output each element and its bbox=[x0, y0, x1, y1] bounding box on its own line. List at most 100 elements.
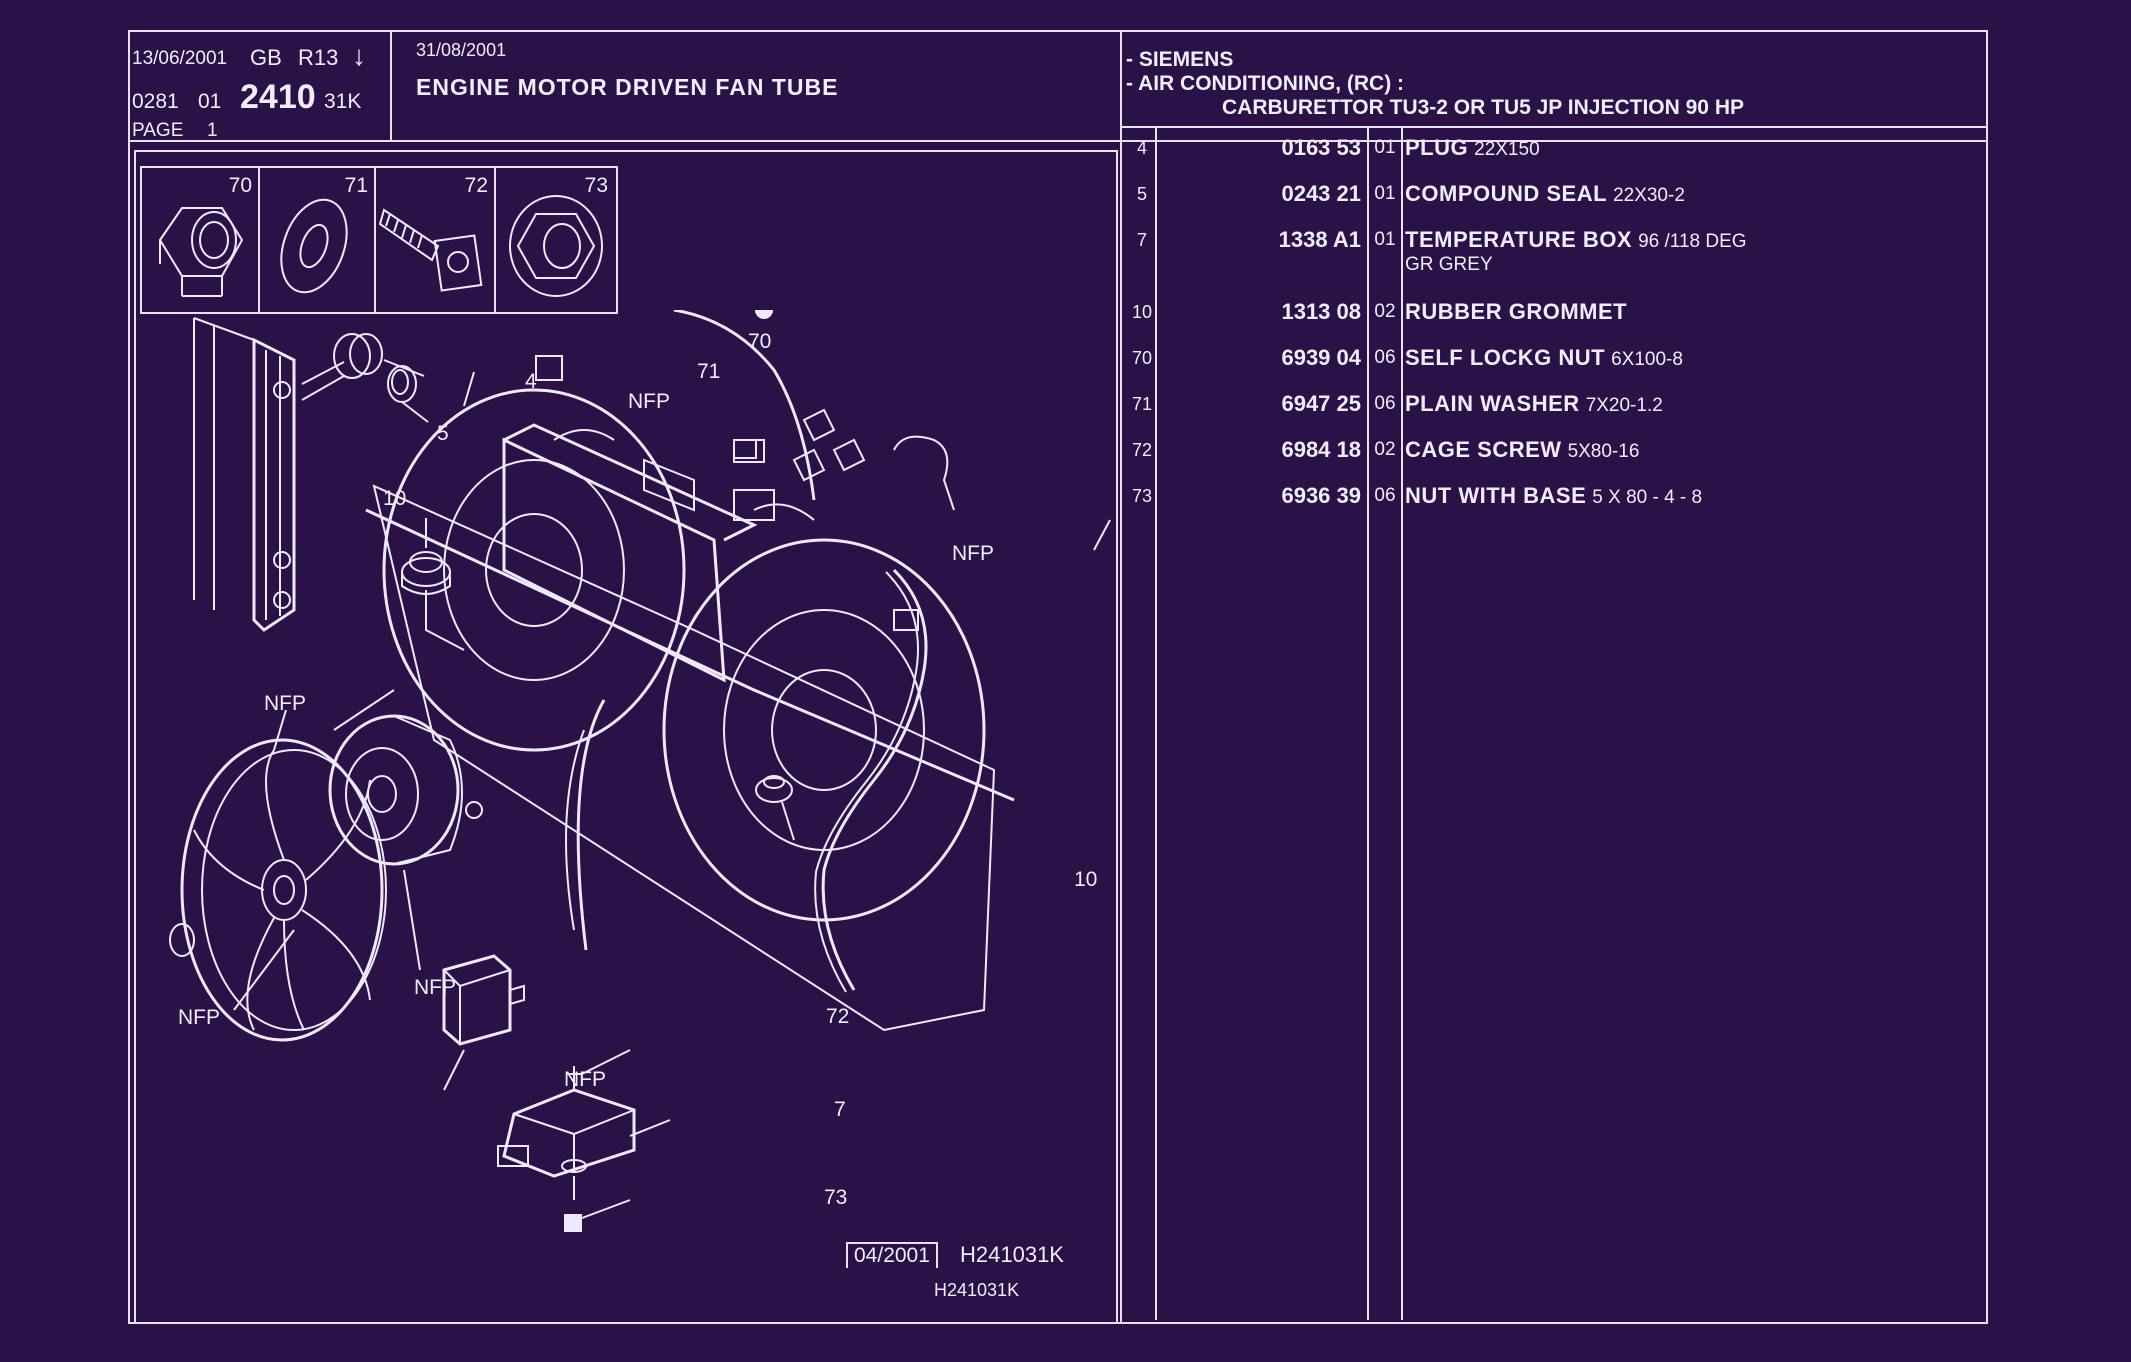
part-name: TEMPERATURE BOX bbox=[1405, 227, 1633, 252]
part-size: 5 X 80 - 4 - 8 bbox=[1592, 487, 1703, 508]
hex-nut-icon bbox=[158, 207, 244, 297]
wiring-loom bbox=[565, 310, 955, 993]
part-ref: 0163 53 bbox=[1281, 135, 1361, 160]
part-qty: 06 bbox=[1374, 393, 1396, 414]
header-divider bbox=[128, 140, 1986, 142]
callout-70: 70 bbox=[748, 330, 772, 353]
col-line-2 bbox=[1367, 128, 1369, 1320]
lang-code: GB bbox=[250, 45, 282, 70]
fan-blade bbox=[169, 738, 387, 1042]
main-divider bbox=[1120, 30, 1122, 1322]
code-b: 01 bbox=[198, 90, 222, 113]
callout-nfp-top: NFP bbox=[628, 390, 670, 413]
part-size: 22X30-2 bbox=[1613, 185, 1685, 206]
applicability-2: - AIR CONDITIONING, (RC) : bbox=[1126, 72, 1405, 95]
item-number: 7 bbox=[1136, 230, 1147, 250]
item-number: 4 bbox=[1136, 138, 1147, 158]
page-label: PAGE bbox=[132, 120, 184, 141]
fan-motor bbox=[328, 689, 483, 866]
item-number: 70 bbox=[1131, 348, 1153, 368]
part-description: RUBBER GROMMET bbox=[1405, 299, 1633, 325]
part-subtext: GR GREY bbox=[1405, 254, 1493, 275]
down-arrow-icon: ↓ bbox=[352, 40, 366, 71]
callout-7: 7 bbox=[834, 1098, 846, 1121]
part-ref: 1338 A1 bbox=[1278, 227, 1361, 252]
part-ref: 6939 04 bbox=[1281, 345, 1361, 370]
part-ref: 0243 21 bbox=[1281, 181, 1361, 206]
temperature-box bbox=[497, 1066, 636, 1232]
part-qty: 01 bbox=[1374, 183, 1396, 204]
fan-shroud bbox=[365, 388, 1015, 1032]
header-split-left bbox=[390, 30, 392, 142]
part-name: PLUG bbox=[1405, 135, 1469, 160]
thumbnail-strip: 70 71 72 73 bbox=[140, 166, 618, 314]
callout-72: 72 bbox=[826, 1005, 850, 1028]
callout-4: 4 bbox=[525, 370, 537, 393]
washer-icon bbox=[280, 198, 348, 294]
issue-date: 31/08/2001 bbox=[416, 40, 507, 60]
table-header-line bbox=[1120, 126, 1986, 128]
callout-73: 73 bbox=[824, 1186, 848, 1209]
flange-nut-icon bbox=[509, 195, 603, 297]
part-ref: 6936 39 bbox=[1281, 483, 1361, 508]
thumbnail-71[interactable]: 71 bbox=[260, 168, 376, 312]
callout-nfp-motor: NFP bbox=[414, 976, 456, 999]
grommet-right bbox=[755, 775, 795, 841]
part-name: SELF LOCKG NUT bbox=[1405, 345, 1606, 370]
item-number: 71 bbox=[1131, 394, 1153, 414]
callout-10-left: 10 bbox=[383, 487, 407, 510]
part-qty: 01 bbox=[1374, 229, 1396, 250]
item-number: 72 bbox=[1131, 440, 1153, 460]
plate-suffix: 31K bbox=[324, 90, 362, 113]
callout-nfp-right: NFP bbox=[952, 542, 994, 565]
part-size: 6X100-8 bbox=[1611, 349, 1683, 370]
part-qty: 01 bbox=[1374, 137, 1396, 158]
revision: R13 bbox=[298, 45, 339, 70]
part-name: RUBBER GROMMET bbox=[1405, 299, 1628, 324]
part-size: 22X150 bbox=[1474, 139, 1540, 160]
cage-screw-icon bbox=[378, 208, 483, 292]
code-a: 0281 bbox=[132, 90, 179, 113]
part-qty: 02 bbox=[1374, 301, 1396, 322]
plug-part bbox=[301, 333, 429, 423]
page-title: ENGINE MOTOR DRIVEN FAN TUBE bbox=[416, 74, 839, 100]
part-size: 5X80-16 bbox=[1567, 441, 1640, 462]
part-name: COMPOUND SEAL bbox=[1405, 181, 1608, 206]
part-name: NUT WITH BASE bbox=[1405, 483, 1587, 508]
plate-number: 2410 bbox=[240, 78, 316, 116]
callout-nfp-clip: NFP bbox=[178, 1006, 220, 1029]
thumbnail-label: 71 bbox=[344, 174, 368, 197]
connector-bracket bbox=[535, 355, 919, 631]
relay-part bbox=[442, 954, 525, 1046]
page-number: 1 bbox=[207, 120, 218, 141]
col-line-3 bbox=[1401, 128, 1403, 1320]
thumbnail-70[interactable]: 70 bbox=[142, 168, 260, 312]
thumbnail-label: 70 bbox=[228, 174, 252, 197]
part-name: PLAIN WASHER bbox=[1405, 391, 1580, 416]
applicability-3: CARBURETTOR TU3-2 OR TU5 JP INJECTION 90… bbox=[1222, 96, 1744, 119]
footer-ref: H241031K bbox=[960, 1242, 1064, 1267]
thumbnail-label: 72 bbox=[464, 174, 488, 197]
drawing-frame bbox=[134, 150, 1118, 1324]
part-qty: 06 bbox=[1374, 485, 1396, 506]
radiator-tank bbox=[193, 317, 296, 632]
thumbnail-73[interactable]: 73 bbox=[496, 168, 614, 312]
col-line-1 bbox=[1155, 128, 1157, 1320]
print-date: 13/06/2001 bbox=[132, 48, 228, 69]
grommet-left bbox=[401, 518, 465, 651]
applicability-1: - SIEMENS bbox=[1126, 48, 1234, 71]
footer-ref-2: H241031K bbox=[934, 1280, 1020, 1300]
part-ref: 6947 25 bbox=[1281, 391, 1361, 416]
thumbnail-label: 73 bbox=[584, 174, 608, 197]
part-ref: 6984 18 bbox=[1281, 437, 1361, 462]
callout-nfp-fan: NFP bbox=[264, 692, 306, 715]
thumbnail-72[interactable]: 72 bbox=[376, 168, 496, 312]
item-number: 10 bbox=[1131, 302, 1153, 322]
part-size: 96 /118 DEG bbox=[1638, 231, 1747, 252]
